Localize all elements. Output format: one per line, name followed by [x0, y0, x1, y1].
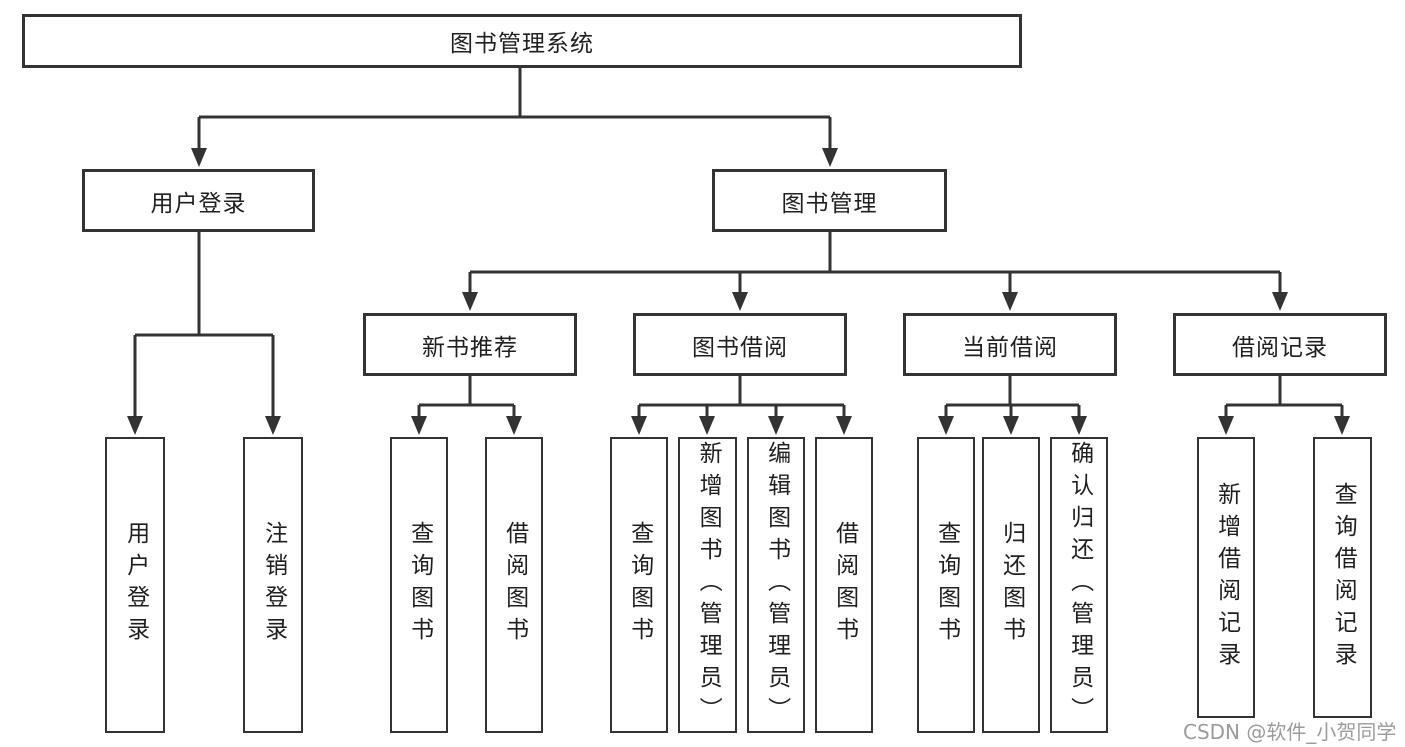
node-book-management-system: 图书管理系统 [22, 14, 1022, 68]
node-label: 用户登录 [150, 190, 247, 217]
leaf-query-borrow-record: 查询借阅记录 [1313, 437, 1372, 718]
leaf-label: 新增借阅记录 [1213, 481, 1240, 674]
leaf-logout: 注销登录 [243, 437, 303, 733]
leaf-add-book-admin: 新增图书（管理员） [678, 437, 737, 733]
node-label: 当前借阅 [962, 334, 1058, 361]
leaf-borrow-books: 借阅图书 [815, 437, 873, 733]
leaf-add-borrow-record: 新增借阅记录 [1197, 437, 1255, 718]
node-current-borrowing: 当前借阅 [903, 313, 1117, 376]
leaf-label: 借阅图书 [501, 521, 528, 649]
leaf-label: 借阅图书 [831, 521, 858, 649]
leaf-label: 用户登录 [122, 521, 149, 649]
node-borrowing-records: 借阅记录 [1173, 313, 1387, 376]
node-label: 借阅记录 [1232, 334, 1328, 361]
node-book-management: 图书管理 [712, 169, 947, 232]
csdn-watermark: CSDN @软件_小贺同学 [1183, 720, 1397, 744]
leaf-label: 编辑图书（管理员） [763, 441, 790, 729]
leaf-user-login: 用户登录 [105, 437, 165, 733]
node-label: 新书推荐 [422, 334, 518, 361]
leaf-label: 查询图书 [933, 521, 960, 649]
leaf-label: 新增图书（管理员） [695, 441, 722, 729]
leaf-edit-book-admin: 编辑图书（管理员） [747, 437, 805, 733]
leaf-query-books-current: 查询图书 [917, 437, 975, 733]
node-label: 图书借阅 [692, 334, 788, 361]
leaf-label: 确认归还（管理员） [1066, 441, 1093, 729]
node-new-book-recommendation: 新书推荐 [363, 313, 577, 376]
arrowheads [127, 148, 1350, 435]
leaf-label: 查询图书 [406, 521, 433, 649]
leaf-query-books-borrow: 查询图书 [610, 437, 668, 733]
node-book-borrowing: 图书借阅 [633, 313, 847, 376]
node-label: 图书管理 [781, 190, 878, 217]
node-label: 图书管理系统 [450, 31, 594, 57]
leaf-return-book: 归还图书 [982, 437, 1040, 733]
leaf-label: 归还图书 [998, 521, 1025, 649]
leaf-label: 注销登录 [260, 521, 287, 649]
leaf-query-books-recommend: 查询图书 [390, 437, 448, 733]
leaf-confirm-return-admin: 确认归还（管理员） [1050, 437, 1108, 733]
leaf-label: 查询借阅记录 [1330, 481, 1357, 674]
leaf-label: 查询图书 [626, 521, 653, 649]
node-user-login: 用户登录 [82, 169, 315, 232]
leaf-borrow-books-recommend: 借阅图书 [485, 437, 543, 733]
